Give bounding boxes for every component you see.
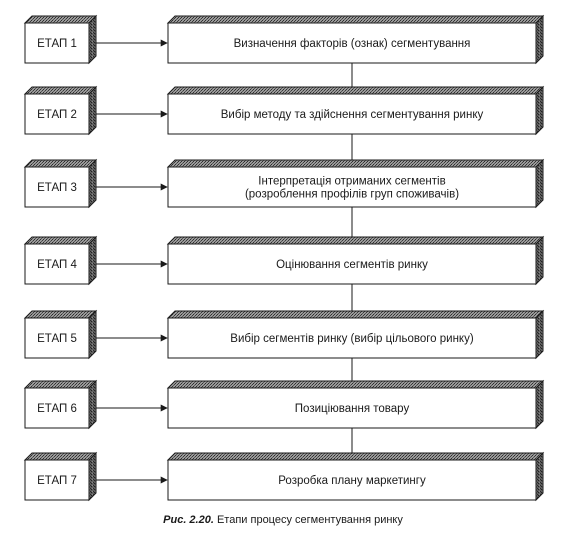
stage-label: ЕТАП 5 [37,333,77,345]
stage-label: ЕТАП 4 [37,259,77,271]
stage-box-top-shade [23,236,98,245]
stage-box: ЕТАП 1 [23,14,98,65]
process-box-top-shade [166,452,545,461]
process-box-face [167,243,537,285]
connector-layer [96,39,356,484]
stage-box-face [24,387,90,429]
process-box: Інтерпретація отриманих сегментів(розроб… [166,158,545,209]
stage-box: ЕТАП 6 [23,379,98,430]
process-box-layer: Визначення факторів (ознак) сегментуванн… [166,14,545,502]
process-box: Позиціювання товару [166,379,545,430]
process-box: Визначення факторів (ознак) сегментуванн… [166,14,545,65]
process-box-face [167,93,537,135]
stage-box-face [24,459,90,501]
stage-box-top-shade [23,159,98,168]
process-box: Вибір сегментів ринку (вибір цільового р… [166,309,545,360]
stage-box-top-shade [23,310,98,319]
stage-box: ЕТАП 3 [23,158,98,209]
stage-box-side-shade [88,309,97,360]
stage-box-top-shade [23,452,98,461]
process-box-side-shade [535,235,544,286]
process-box: Вибір методу та здійснення сегментування… [166,85,545,136]
process-box-top-shade [166,310,545,319]
stage-box-face [24,317,90,359]
figure-caption: Рис. 2.20. Етапи процесу сегментування р… [0,514,566,526]
process-label: Визначення факторів (ознак) сегментуванн… [234,38,471,50]
figure-number: Рис. 2.20. [163,514,214,526]
process-label: Інтерпретація отриманих сегментів [258,176,445,188]
stage-box: ЕТАП 5 [23,309,98,360]
process-box-face [167,459,537,501]
process-box-side-shade [535,158,544,209]
stage-label: ЕТАП 7 [37,475,77,487]
stage-box: ЕТАП 7 [23,451,98,502]
process-label: Позиціювання товару [295,403,410,415]
stage-box-top-shade [23,15,98,24]
process-box-face [167,317,537,359]
process-box-top-shade [166,159,545,168]
figure-title: Етапи процесу сегментування ринку [216,514,403,526]
stage-label: ЕТАП 1 [37,38,77,50]
stage-box-side-shade [88,14,97,65]
stage-box-side-shade [88,235,97,286]
process-box: Оцінювання сегментів ринку [166,235,545,286]
stage-box-side-shade [88,85,97,136]
process-box-face [167,22,537,64]
process-label: Оцінювання сегментів ринку [276,259,428,271]
process-label: Вибір сегментів ринку (вибір цільового р… [230,333,474,345]
process-box-face [167,387,537,429]
process-box-top-shade [166,86,545,95]
stage-box-side-shade [88,451,97,502]
stage-box: ЕТАП 2 [23,85,98,136]
process-box-side-shade [535,309,544,360]
process-label: (розроблення профілів груп споживачів) [245,189,459,201]
process-label: Розробка плану маркетингу [278,475,426,487]
stage-label: ЕТАП 6 [37,403,77,415]
process-label: Вибір методу та здійснення сегментування… [221,109,484,121]
stage-box-top-shade [23,86,98,95]
process-box-side-shade [535,14,544,65]
stage-box-layer: ЕТАП 1 ЕТАП 2 ЕТАП 3 ЕТАП 4 ЕТАП 5 ЕТАП 6 ЕТАП… [23,14,98,502]
stage-box-face [24,93,90,135]
stage-label: ЕТАП 2 [37,109,77,121]
process-box-side-shade [535,451,544,502]
stage-box-face [24,166,90,208]
process-box-top-shade [166,15,545,24]
process-box: Розробка плану маркетингу [166,451,545,502]
process-box-side-shade [535,85,544,136]
process-box-side-shade [535,379,544,430]
process-box-top-shade [166,236,545,245]
stage-box: ЕТАП 4 [23,235,98,286]
segmentation-process-diagram: ЕТАП 1 ЕТАП 2 ЕТАП 3 ЕТАП 4 ЕТАП 5 ЕТАП 6 ЕТАП… [23,14,545,502]
stage-box-side-shade [88,158,97,209]
process-box-top-shade [166,380,545,389]
stage-box-face [24,22,90,64]
process-box-face [167,166,537,208]
stage-box-side-shade [88,379,97,430]
stage-box-top-shade [23,380,98,389]
stage-box-face [24,243,90,285]
stage-label: ЕТАП 3 [37,182,77,194]
